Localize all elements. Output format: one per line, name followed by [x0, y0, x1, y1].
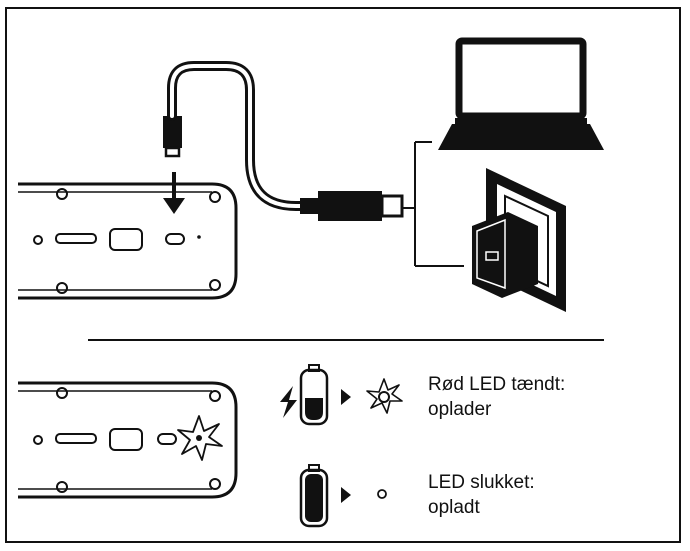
device-led-glow-icon: [177, 415, 223, 461]
source-bracket: [402, 141, 464, 267]
down-arrow-icon: [163, 172, 185, 214]
wall-charger-icon: [472, 168, 566, 312]
battery-full-icon: [299, 464, 329, 528]
device-top: [18, 182, 238, 300]
led-off-icon: [377, 489, 387, 499]
illustration-frame: [5, 7, 681, 543]
device-bottom: [18, 381, 238, 499]
status-row-charged: [299, 464, 387, 528]
usb-cable-icon: [163, 61, 404, 221]
status-caption-line1: LED slukket:: [428, 472, 535, 493]
lightning-bolt-icon: [280, 386, 297, 418]
status-caption-line2: oplader: [428, 399, 492, 420]
arrow-right-icon: [341, 487, 351, 503]
laptop-icon: [438, 37, 604, 150]
status-row-charging: [280, 364, 403, 426]
status-caption-line2: opladt: [428, 497, 480, 518]
battery-charging-icon: [299, 364, 329, 426]
status-caption-charging: Rød LED tændt: oplader: [428, 372, 565, 422]
status-caption-line1: Rød LED tændt:: [428, 374, 566, 395]
status-caption-charged: LED slukket: opladt: [428, 470, 535, 520]
led-on-icon: [366, 378, 403, 414]
arrow-right-icon: [341, 389, 351, 405]
